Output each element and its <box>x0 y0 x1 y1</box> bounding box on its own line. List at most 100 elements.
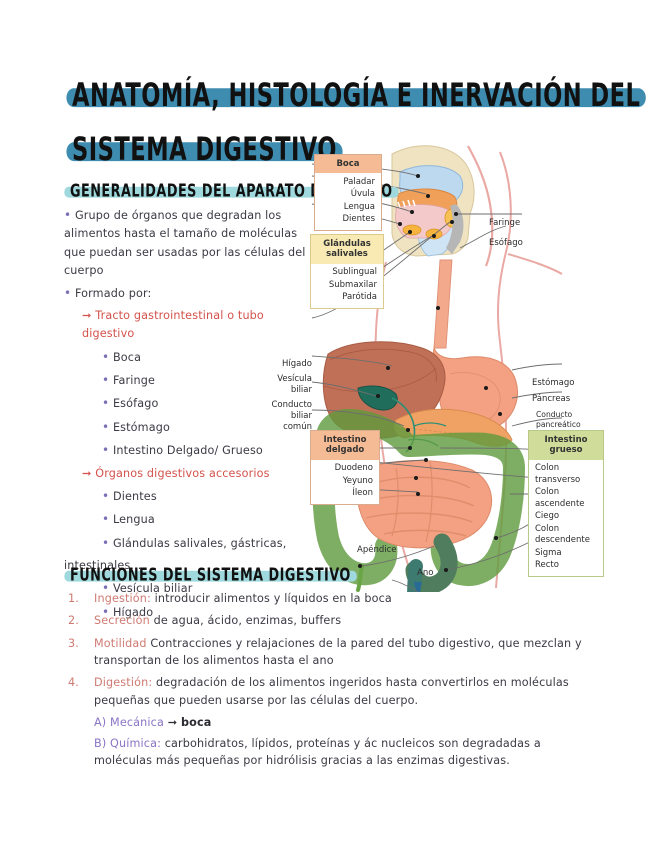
bullet-dot-icon: • <box>102 443 110 458</box>
function-item-1: 1. Ingestión: introducir alimentos y líq… <box>64 590 584 607</box>
label-item: Parótida <box>342 292 377 303</box>
note-group-1-label-text: Tracto gastrointestinal o tubo digestivo <box>82 309 264 341</box>
label-item: Dientes <box>342 214 375 225</box>
label-box-intestino-grueso[interactable]: Intestino grueso Colon transverso Colon … <box>528 430 604 577</box>
label-higado: Hígado <box>282 359 312 369</box>
digestion-sub-a-label: A) Mecánica <box>94 716 164 730</box>
header-line-2: salivales <box>326 249 368 260</box>
head-illustration <box>391 145 475 257</box>
label-line-3: común <box>283 422 312 433</box>
function-body: Secreción de agua, ácido, enzimas, buffe… <box>94 612 584 629</box>
label-box-intestino-grueso-header: Intestino grueso <box>529 431 603 460</box>
page-title-line2-text: SISTEMA DIGESTIVO <box>72 131 337 169</box>
list-item-label: Hígado <box>112 605 154 619</box>
function-text: de agua, ácido, enzimas, buffers <box>149 614 342 628</box>
arrow-right-icon: ➞ <box>167 716 178 730</box>
arrow-right-icon: ➞ <box>82 309 92 323</box>
function-key: Motilidad <box>94 636 147 650</box>
teeth <box>397 199 416 209</box>
bullet-dot-icon: • <box>102 535 110 550</box>
note-group-2-overflow: intestinales... <box>64 559 142 573</box>
note-paragraph-2: • Formado por: <box>64 284 314 303</box>
page-title-line1-text: ANATOMÍA, HISTOLOGÍA E INERVACIÓN DEL <box>72 77 641 115</box>
bullet-dot-icon: • <box>102 581 110 596</box>
label-box-glandulas-items: Sublingual Submaxilar Parótida <box>311 264 383 308</box>
list-item: • Intestino Delgado/ Grueso <box>64 441 314 460</box>
label-line-2: biliar <box>290 411 312 422</box>
label-apendice: Apéndice <box>357 545 397 555</box>
label-box-boca-items: Paladar Úvula Lengua Dientes <box>315 173 381 230</box>
list-item: • Faringe <box>64 371 314 390</box>
label-item: Yeyuno <box>342 475 373 486</box>
digestion-sub-a-target: boca <box>180 716 212 730</box>
digestion-sub-a: A) Mecánica ➞ boca <box>64 714 584 731</box>
list-item-label: Intestino Delgado/ Grueso <box>112 444 263 458</box>
liver-lobe-line <box>329 348 437 383</box>
digestive-system-illustration <box>311 145 572 592</box>
digestion-sub-b-label: B) Química: <box>94 736 162 750</box>
list-item: • Boca <box>64 348 314 367</box>
function-item-3: 3. Motilidad Contracciones y relajacione… <box>64 635 584 670</box>
gallbladder <box>357 385 398 411</box>
funciones-list: 1. Ingestión: introducir alimentos y líq… <box>64 590 584 772</box>
list-item: • Dientes <box>64 487 314 506</box>
function-number: 1. <box>68 592 79 605</box>
section-heading-generalidades: GENERALIDADES DEL APARATO DIGESTIVO <box>64 179 399 202</box>
section-heading-generalidades-text: GENERALIDADES DEL APARATO DIGESTIVO <box>70 179 393 202</box>
arrow-right-icon: ➞ <box>82 466 92 480</box>
esophagus <box>433 259 453 349</box>
function-number: 4. <box>68 676 79 690</box>
header-line-1: Intestino <box>323 435 367 445</box>
bullet-dot-icon: • <box>64 285 72 300</box>
anus <box>414 582 422 592</box>
label-item: Úvula <box>350 189 375 200</box>
label-box-glandulas-salivales[interactable]: Glándulas salivales Sublingual Submaxila… <box>310 234 384 310</box>
label-estomago: Estómago <box>532 378 575 388</box>
label-pancreas: Páncreas <box>532 394 571 404</box>
label-box-intestino-delgado[interactable]: Intestino delgado Duodeno Yeyuno Íleon <box>310 430 380 506</box>
label-line-1: Conducto <box>271 400 312 410</box>
function-text: degradación de los alimentos ingeridos h… <box>94 676 569 707</box>
digestive-system-diagram <box>300 142 620 592</box>
body-outline-shoulder <box>507 253 563 275</box>
function-key: Secreción <box>94 614 150 628</box>
label-item: Sigma <box>535 547 562 558</box>
function-number: 3. <box>68 636 79 650</box>
label-box-boca[interactable]: Boca Paladar Úvula Lengua Dientes <box>314 154 382 232</box>
small-intestine <box>356 459 492 549</box>
label-line-1: Conducto <box>536 410 573 419</box>
function-body: Ingestión: introducir alimentos y líquid… <box>94 590 584 607</box>
appendix <box>356 564 364 592</box>
label-item: Recto <box>535 559 559 570</box>
label-item: Colon ascendente <box>535 487 585 509</box>
label-item: Íleon <box>352 488 373 499</box>
function-text: introducir alimentos y líquidos en la bo… <box>150 592 392 605</box>
bullet-dot-icon: • <box>102 604 110 619</box>
body-outline-neck <box>467 145 494 267</box>
label-item: Colon transverso <box>535 463 581 485</box>
label-item: Paladar <box>343 176 375 187</box>
label-box-boca-header: Boca <box>315 155 381 174</box>
list-item: • Esófago <box>64 394 314 413</box>
bullet-dot-icon: • <box>64 208 72 222</box>
label-box-intestino-delgado-header: Intestino delgado <box>311 431 379 460</box>
note-paragraph-1: • Grupo de órganos que degradan los alim… <box>64 206 314 280</box>
function-item-2: 2. Secreción de agua, ácido, enzimas, bu… <box>64 612 584 629</box>
liver-fissure <box>323 367 437 393</box>
digestion-sub-b: B) Química: carbohidratos, lípidos, prot… <box>64 735 584 770</box>
list-item: • Vesícula biliar <box>64 579 314 598</box>
label-faringe: Faringe <box>489 218 521 228</box>
label-item: Duodeno <box>334 463 373 474</box>
list-item: • Estómago <box>64 418 314 437</box>
list-item-label: Dientes <box>112 489 157 503</box>
function-item-4: 4. Digestión: degradación de los aliment… <box>64 674 584 709</box>
label-box-intestino-delgado-items: Duodeno Yeyuno Íleon <box>311 460 379 504</box>
list-item: • Hígado <box>64 603 314 622</box>
list-item: • Glándulas salivales, gástricas, <box>64 534 314 553</box>
bullet-dot-icon: • <box>102 488 110 503</box>
note-group-2-label-text: Órganos digestivos accesorios <box>95 466 270 480</box>
list-item-label: Lengua <box>112 513 155 527</box>
header-line-1: Glándulas <box>323 239 371 249</box>
stomach-detail <box>449 372 501 421</box>
label-box-intestino-grueso-items: Colon transverso Colon ascendente Ciego … <box>529 460 603 576</box>
